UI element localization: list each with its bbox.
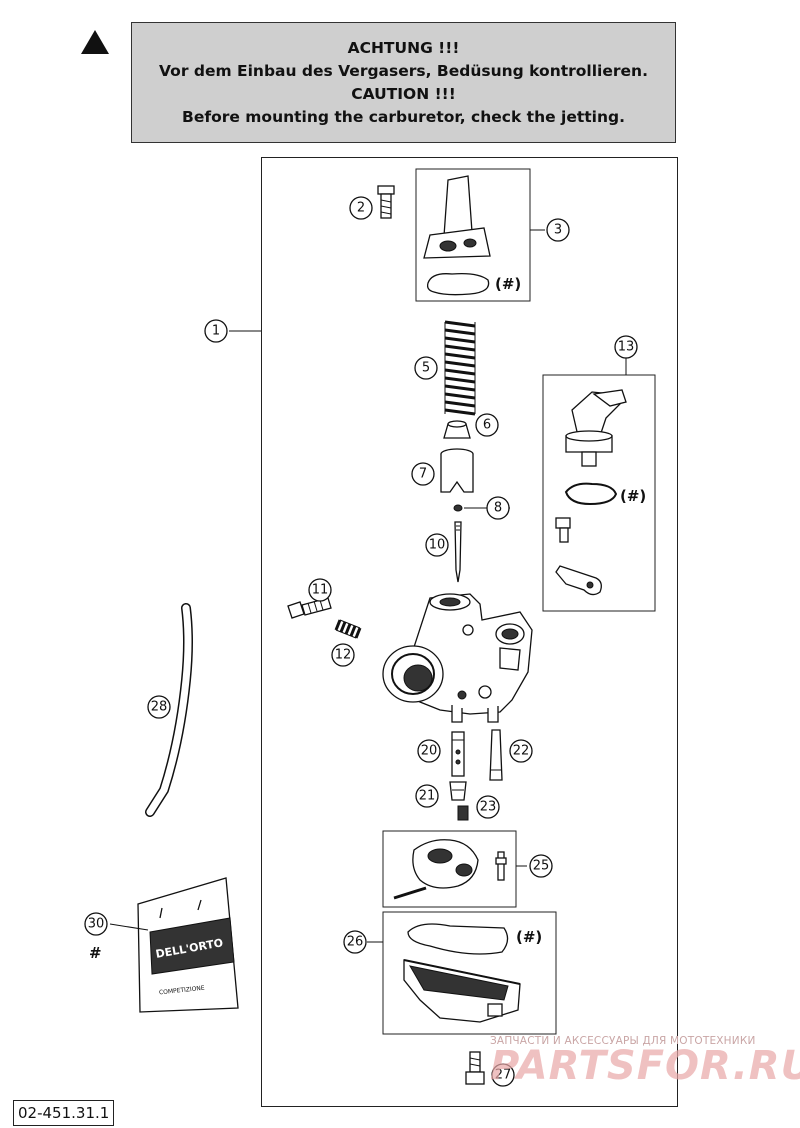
needle-clip-part-8 <box>453 504 463 512</box>
throttle-cap-part-3 <box>423 175 491 296</box>
document-number: 02-451.31.1 <box>13 1100 115 1126</box>
svg-text:20: 20 <box>421 744 438 759</box>
watermark-caption: ЗАПЧАСТИ И АКСЕССУАРЫ ДЛЯ МОТОТЕХНИКИ <box>490 1035 756 1047</box>
svg-text:11: 11 <box>312 583 329 598</box>
idle-jet-part-22 <box>489 729 503 781</box>
svg-text:28: 28 <box>151 700 168 715</box>
idle-screw-part-11 <box>287 597 332 619</box>
gasket-marker-3: (#) <box>495 275 521 293</box>
caution-title-de: ACHTUNG !!! <box>347 38 460 57</box>
float-group-box <box>382 830 517 908</box>
callout-21: 21 <box>415 784 439 808</box>
label-sheet-subtitle: COMPETIZIONE <box>159 985 206 997</box>
svg-text:25: 25 <box>533 859 550 874</box>
carburetor-body <box>382 593 533 723</box>
choke-group-box <box>542 374 656 612</box>
callout-3: 3 <box>546 218 570 242</box>
svg-text:30: 30 <box>88 917 105 932</box>
choke-valve-part-13 <box>555 389 627 596</box>
svg-text:12: 12 <box>335 648 352 663</box>
caution-text-de: Vor dem Einbau des Vergasers, Bedüsung k… <box>159 61 648 80</box>
needle-jet-part-20 <box>451 731 465 777</box>
callout-25: 25 <box>529 854 553 878</box>
callout-5: 5 <box>414 356 438 380</box>
needle-retainer-part-6 <box>443 420 471 439</box>
screw-part-2 <box>377 185 395 219</box>
callout-28: 28 <box>147 695 171 719</box>
spring-part-5 <box>444 320 476 416</box>
callout-30: 30 <box>84 912 108 936</box>
svg-text:23: 23 <box>480 800 497 815</box>
callout-27: 27 <box>491 1063 515 1087</box>
callout-22: 22 <box>509 739 533 763</box>
carburetor-assembly-frame <box>261 157 678 1107</box>
callout-1: 1 <box>204 319 228 343</box>
svg-text:13: 13 <box>618 340 635 355</box>
item-30-marker: # <box>89 944 102 962</box>
main-jet-part-21 <box>449 781 467 801</box>
jet-needle-part-10 <box>454 521 462 583</box>
throttle-cap-group-box <box>415 168 531 302</box>
jet-kit-part-30: DELL'ORTO COMPETIZIONE <box>137 877 239 1013</box>
gasket-marker-26: (#) <box>516 928 542 946</box>
gasket-marker-13: (#) <box>620 487 646 505</box>
float-part-25 <box>393 839 507 900</box>
svg-text:3: 3 <box>554 223 562 238</box>
caution-title-en: CAUTION !!! <box>351 84 456 103</box>
svg-text:7: 7 <box>419 467 427 482</box>
svg-text:26: 26 <box>347 935 364 950</box>
watermark-logo: PARTSFOR.RU <box>490 1043 800 1089</box>
callout-23: 23 <box>476 795 500 819</box>
svg-text:22: 22 <box>513 744 530 759</box>
callout-11: 11 <box>308 578 332 602</box>
caution-text-en: Before mounting the carburetor, check th… <box>182 107 625 126</box>
float-bowl-part-26 <box>403 923 521 1023</box>
caution-box: ACHTUNG !!! Vor dem Einbau des Vergasers… <box>131 22 676 143</box>
idle-spring-part-12 <box>334 619 362 639</box>
callout-26: 26 <box>343 930 367 954</box>
svg-text:27: 27 <box>495 1068 512 1083</box>
svg-text:21: 21 <box>419 789 436 804</box>
svg-text:1: 1 <box>212 324 220 339</box>
jet-part-23 <box>457 805 469 821</box>
throttle-slide-part-7 <box>440 448 474 493</box>
float-bowl-group-box <box>382 911 557 1035</box>
svg-text:6: 6 <box>483 418 491 433</box>
warning-triangle-icon <box>81 30 109 54</box>
callout-6: 6 <box>475 413 499 437</box>
svg-text:2: 2 <box>357 201 365 216</box>
svg-text:10: 10 <box>429 538 446 553</box>
callout-13: 13 <box>614 335 638 359</box>
callout-20: 20 <box>417 739 441 763</box>
callout-7: 7 <box>411 462 435 486</box>
svg-text:5: 5 <box>422 361 430 376</box>
callout-12: 12 <box>331 643 355 667</box>
callout-10: 10 <box>425 533 449 557</box>
svg-text:8: 8 <box>494 501 502 516</box>
drain-screw-part-27 <box>465 1051 485 1085</box>
callout-8: 8 <box>486 496 510 520</box>
callout-2: 2 <box>349 196 373 220</box>
